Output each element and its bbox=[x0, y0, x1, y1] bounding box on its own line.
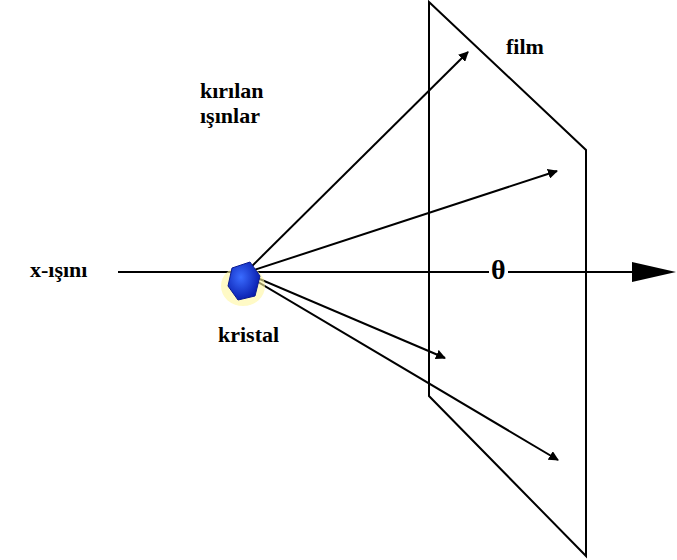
beam-label: x-ışını bbox=[30, 257, 87, 282]
diffracted-ray bbox=[248, 52, 468, 270]
x-ray-beam bbox=[118, 271, 640, 273]
diffracted-ray bbox=[248, 171, 557, 272]
beam-arrowhead bbox=[632, 262, 676, 282]
film-label: film bbox=[506, 34, 544, 59]
crystal bbox=[228, 262, 260, 300]
angle-label: θ bbox=[489, 254, 508, 286]
film-plane bbox=[429, 2, 586, 556]
rays-label: kırılan ışınlar bbox=[200, 78, 295, 129]
crystal-label: kristal bbox=[218, 322, 279, 347]
diffracted-rays bbox=[248, 52, 558, 460]
diffracted-ray bbox=[248, 276, 558, 460]
